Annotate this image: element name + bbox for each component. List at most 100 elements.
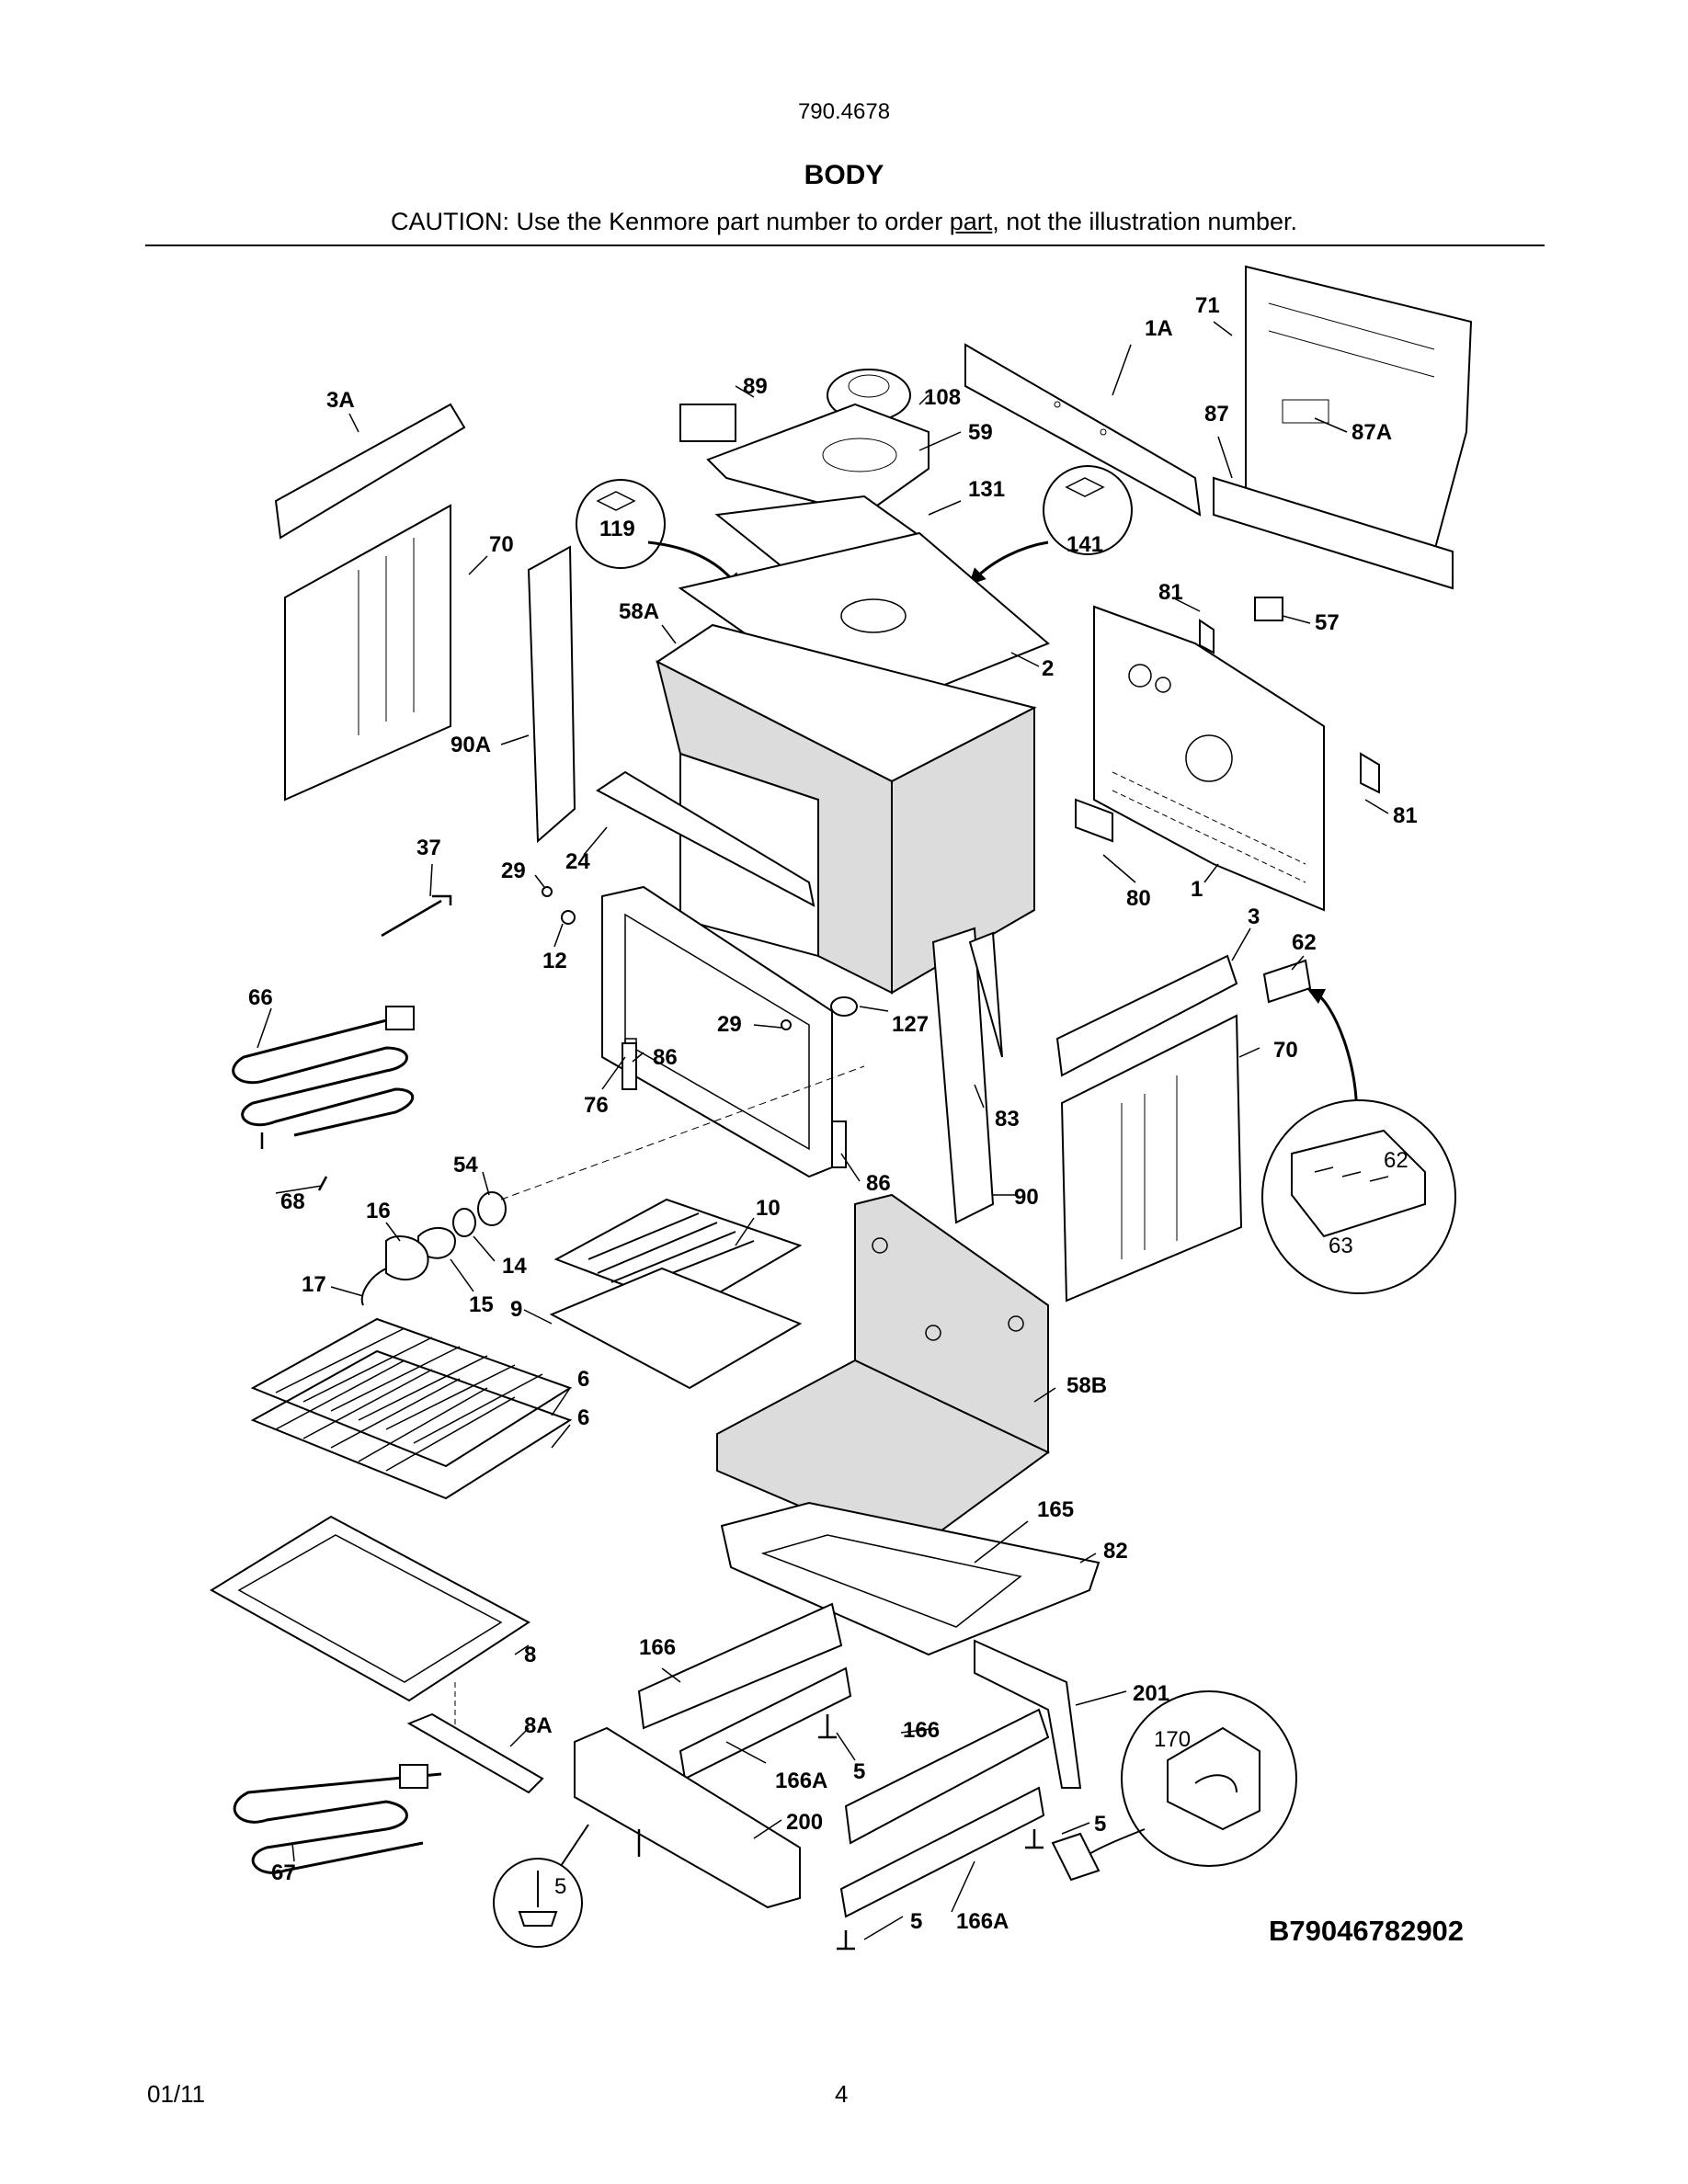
part-54-lens (477, 1191, 507, 1226)
callout-58A: 58A (619, 599, 659, 624)
part-200-front-frame (574, 1726, 801, 1909)
callout-6-bottom: 6 (577, 1405, 589, 1430)
callout-37: 37 (416, 836, 441, 860)
callout-90A: 90A (451, 733, 491, 757)
part-59-duct (706, 403, 930, 517)
part-170-leveler-bracket (1051, 1832, 1101, 1882)
callout-166A-right: 166A (956, 1909, 1009, 1934)
part-67-bake-element (233, 1772, 442, 1874)
callout-1: 1 (1191, 877, 1203, 902)
callout-58B: 58B (1066, 1373, 1107, 1398)
callout-62: 62 (1292, 930, 1317, 955)
callout-141: 141 (1066, 532, 1103, 557)
part-29-bottom (781, 1019, 792, 1030)
part-9-broiler-pan (549, 1267, 803, 1390)
callout-66: 66 (248, 985, 273, 1010)
part-201-side-bracket (974, 1639, 1082, 1789)
part-14-gasket (452, 1208, 476, 1237)
callout-67: 67 (271, 1860, 296, 1885)
part-6-oven-rack-bottom (250, 1349, 573, 1500)
callout-76: 76 (584, 1093, 609, 1118)
callout-68: 68 (280, 1189, 305, 1214)
part-5-leveler-a (818, 1714, 837, 1739)
callout-8A: 8A (524, 1713, 553, 1738)
callout-5-a: 5 (853, 1759, 865, 1784)
part-58B-insulation-back (854, 1193, 1049, 1454)
caution-text: CAUTION: Use the Kenmore part number to … (0, 208, 1688, 236)
part-68-screw (260, 1132, 328, 1191)
detail-label-62: 62 (1384, 1148, 1409, 1173)
part-24-rail (596, 770, 815, 907)
part-90A-trim (527, 545, 576, 844)
part-3A-rail (274, 403, 466, 540)
part-17-wire (360, 1268, 387, 1306)
model-number: 790.4678 (797, 99, 891, 124)
part-16-bulb-housing (385, 1235, 429, 1281)
part-58A-insulation-side (891, 706, 1035, 995)
part-8A-bracket (406, 1712, 544, 1794)
callout-83: 83 (995, 1107, 1020, 1132)
callout-71: 71 (1195, 293, 1220, 318)
callout-54: 54 (453, 1153, 478, 1177)
part-86-lamp-cover-a (622, 1042, 637, 1090)
callout-86-right: 86 (866, 1171, 891, 1196)
caution-text-end: , not the illustration number. (992, 208, 1297, 235)
callout-5-b: 5 (1094, 1812, 1106, 1837)
callout-15: 15 (469, 1292, 494, 1317)
part-1A-top-rail (964, 343, 1202, 517)
part-166-rail-left (637, 1602, 843, 1730)
callout-5-c: 5 (910, 1909, 922, 1934)
detail-label-170: 170 (1154, 1727, 1191, 1752)
detail-label-63: 63 (1329, 1234, 1353, 1258)
callout-201: 201 (1133, 1681, 1169, 1706)
part-57-bracket (1254, 597, 1283, 621)
callout-29-bottom: 29 (717, 1012, 742, 1037)
footer-date: 01/11 (147, 2080, 206, 2108)
callout-2: 2 (1042, 656, 1054, 681)
part-6-oven-rack-top (250, 1317, 573, 1468)
part-83-trim (931, 927, 995, 1224)
part-71-back-cover (1245, 265, 1473, 553)
callout-70-right: 70 (1273, 1038, 1298, 1063)
callout-165: 165 (1037, 1497, 1074, 1522)
callout-108: 108 (924, 385, 961, 410)
callout-80: 80 (1126, 886, 1151, 911)
part-12 (561, 910, 576, 925)
part-37-sensor (381, 894, 452, 938)
part-166A-rail-left (679, 1666, 852, 1780)
part-165-bottom-insulation (760, 1534, 1022, 1628)
detail-141-circle (1043, 465, 1133, 555)
callout-57: 57 (1315, 610, 1340, 635)
part-80-bracket (1075, 798, 1113, 843)
part-5-leveler-c (837, 1930, 855, 1951)
detail-label-5: 5 (554, 1874, 566, 1899)
callout-12: 12 (542, 949, 567, 973)
callout-59: 59 (968, 420, 993, 445)
callout-3A: 3A (326, 388, 355, 413)
caution-part-link[interactable]: part (949, 208, 993, 235)
part-89-switch (679, 404, 736, 442)
callout-10: 10 (756, 1196, 781, 1221)
callout-166-left: 166 (639, 1635, 676, 1660)
caution-text-start: CAUTION: Use the Kenmore part number to … (391, 208, 950, 235)
callout-9: 9 (510, 1297, 522, 1322)
callout-90: 90 (1014, 1185, 1039, 1210)
part-62-clip (1262, 959, 1312, 1004)
callout-87: 87 (1204, 402, 1229, 427)
callout-8: 8 (524, 1643, 536, 1667)
callout-1A: 1A (1145, 316, 1173, 341)
part-1-back-panel (1093, 605, 1325, 912)
part-86-lamp-cover-b (831, 1120, 847, 1168)
callout-29-top: 29 (501, 859, 526, 883)
part-90-trim-right (968, 931, 1003, 1058)
callout-17: 17 (302, 1272, 326, 1297)
callout-166A-left: 166A (775, 1769, 827, 1793)
callout-86-left: 86 (653, 1045, 678, 1070)
diagram-code: B79046782902 (1269, 1915, 1465, 1947)
detail-170-circle (1121, 1690, 1297, 1867)
callout-131: 131 (968, 477, 1005, 502)
callout-16: 16 (366, 1199, 391, 1223)
callout-200: 200 (786, 1810, 823, 1835)
part-66-broil-element (232, 1014, 415, 1137)
